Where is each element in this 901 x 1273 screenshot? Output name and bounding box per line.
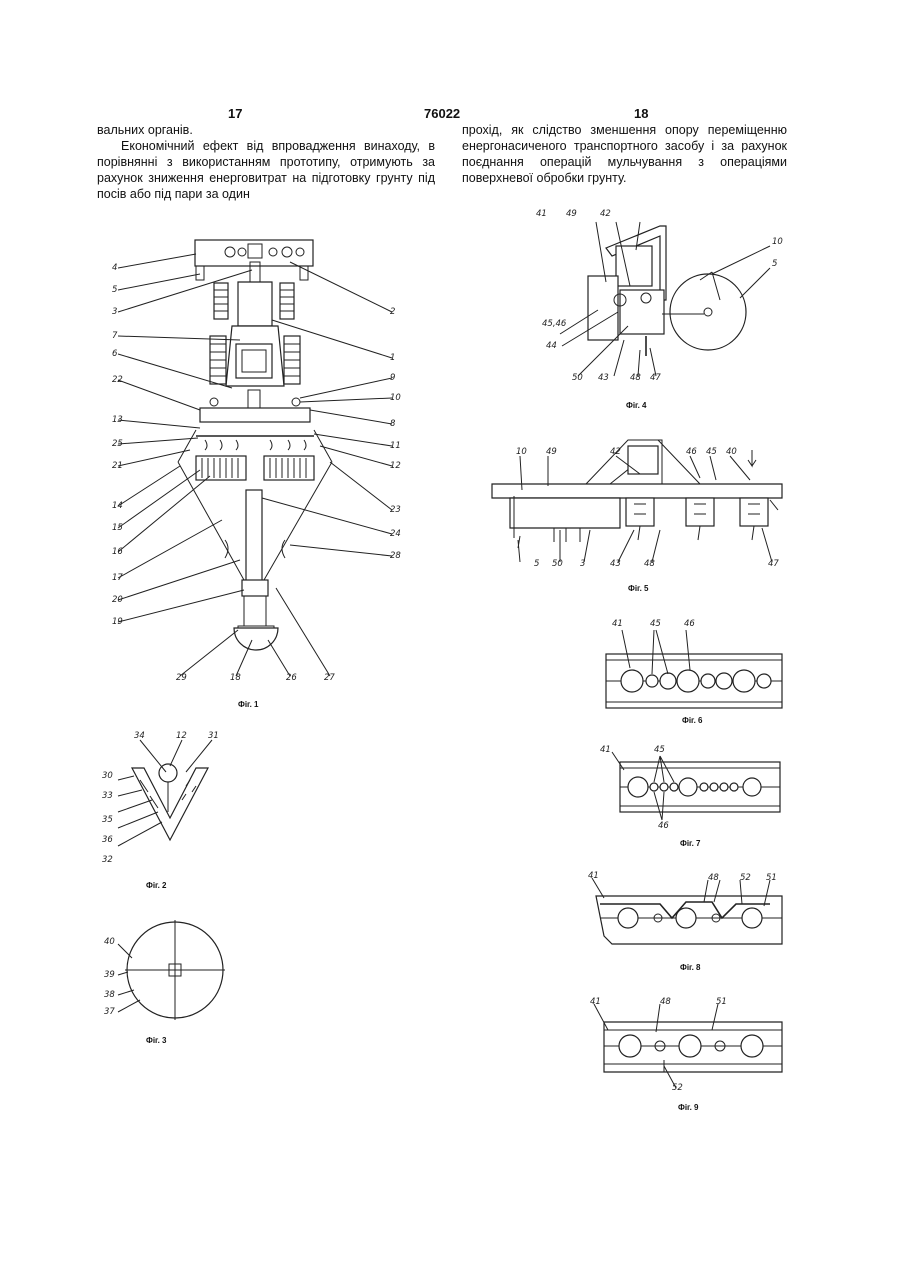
fig4-label-47: 47 [650,373,661,383]
fig1-label-3: 3 [112,307,117,317]
fig8-label-52: 52 [740,873,751,883]
fig9-drawing [594,1004,782,1088]
fig1-label-23: 23 [390,505,401,515]
fig9-label-41: 41 [590,997,601,1007]
fig2-drawing [118,740,212,846]
fig1-label-15: 15 [112,523,123,533]
fig1-label-12: 12 [390,461,401,471]
fig2-label-36: 36 [102,835,113,845]
fig5-label-5: 5 [534,559,539,569]
fig1-label-22: 22 [112,375,123,385]
fig6-label-46: 46 [684,619,695,629]
fig4-label-50: 50 [572,373,583,383]
fig7-caption: Фіг. 7 [680,839,701,848]
fig9-label-48: 48 [660,997,671,1007]
fig1-label-20: 20 [112,595,123,605]
fig1-label-10: 10 [390,393,401,403]
fig3-label-37: 37 [104,1007,115,1017]
fig1-caption: Фіг. 1 [238,700,259,709]
fig6-caption: Фіг. 6 [682,716,703,725]
fig1-label-21: 21 [112,461,123,471]
fig9-label-52: 52 [672,1083,683,1093]
fig3-label-40: 40 [104,937,115,947]
fig5-label-49: 49 [546,447,557,457]
fig2-label-30: 30 [102,771,113,781]
fig3-drawing [118,920,225,1020]
fig8-label-48: 48 [708,873,719,883]
fig3-caption: Фіг. 3 [146,1036,167,1045]
fig4-label-43: 43 [598,373,609,383]
fig1-label-29: 29 [176,673,187,683]
fig1-label-5: 5 [112,285,117,295]
fig1-label-6: 6 [112,349,118,359]
fig1-label-14: 14 [112,501,123,511]
fig1-label-25: 25 [112,439,123,449]
fig5-label-10: 10 [516,447,527,457]
fig8-drawing [592,878,782,944]
fig4-label-45-46: 45,46 [542,319,567,329]
fig1-label-9: 9 [390,373,395,383]
fig7-label-45: 45 [654,745,665,755]
fig5-label-45: 45 [706,447,717,457]
fig4-label-49: 49 [566,209,577,219]
fig5-drawing [492,440,782,562]
fig2-caption: Фіг. 2 [146,881,167,890]
fig1-drawing [178,240,332,650]
fig1-label-4: 4 [112,263,117,273]
fig2-label-31: 31 [208,731,219,741]
fig4-label-44: 44 [546,341,557,351]
fig1-label-26: 26 [286,673,297,683]
fig7-drawing [612,752,780,820]
fig8-caption: Фіг. 8 [680,963,701,972]
fig1-label-2: 2 [390,307,395,317]
fig4-label-10: 10 [772,237,783,247]
fig9-caption: Фіг. 9 [678,1103,699,1112]
fig5-label-50: 50 [552,559,563,569]
fig1-label-17: 17 [112,573,123,583]
fig1-label-27: 27 [324,673,335,683]
fig2-label-33: 33 [102,791,113,801]
fig1-label-19: 19 [112,617,123,627]
fig1-label-18: 18 [230,673,241,683]
fig2-label-32: 32 [102,855,113,865]
fig6-label-45: 45 [650,619,661,629]
fig1-label-1: 1 [390,353,395,363]
fig4-label-42: 42 [600,209,611,219]
fig4-caption: Фіг. 4 [626,401,647,410]
fig1-label-28: 28 [390,551,401,561]
fig6-drawing [606,630,782,708]
fig1-label-13: 13 [112,415,123,425]
fig7-label-41: 41 [600,745,611,755]
fig1-label-8: 8 [390,419,396,429]
fig5-label-40: 40 [726,447,737,457]
fig8-label-41: 41 [588,871,599,881]
fig5-label-43: 43 [610,559,621,569]
fig1-label-24: 24 [390,529,401,539]
fig5-label-3: 3 [580,559,585,569]
fig4-label-48: 48 [630,373,641,383]
fig3-label-39: 39 [104,970,115,980]
fig4-label-5: 5 [772,259,777,269]
fig5-label-48: 48 [644,559,655,569]
fig2-label-12: 12 [176,731,187,741]
fig5-label-42: 42 [610,447,621,457]
fig2-label-34: 34 [134,731,145,741]
fig5-caption: Фіг. 5 [628,584,649,593]
fig1-label-11: 11 [390,441,401,451]
fig3-label-38: 38 [104,990,115,1000]
fig8-label-51: 51 [766,873,777,883]
fig5-label-46: 46 [686,447,697,457]
fig6-label-41: 41 [612,619,623,629]
fig5-label-47: 47 [768,559,779,569]
fig4-drawing [560,222,770,376]
fig7-label-46: 46 [658,821,669,831]
fig1-label-7: 7 [112,331,118,341]
fig4-label-41: 41 [536,209,547,219]
fig1-label-16: 16 [112,547,123,557]
fig9-label-51: 51 [716,997,727,1007]
fig2-label-35: 35 [102,815,113,825]
